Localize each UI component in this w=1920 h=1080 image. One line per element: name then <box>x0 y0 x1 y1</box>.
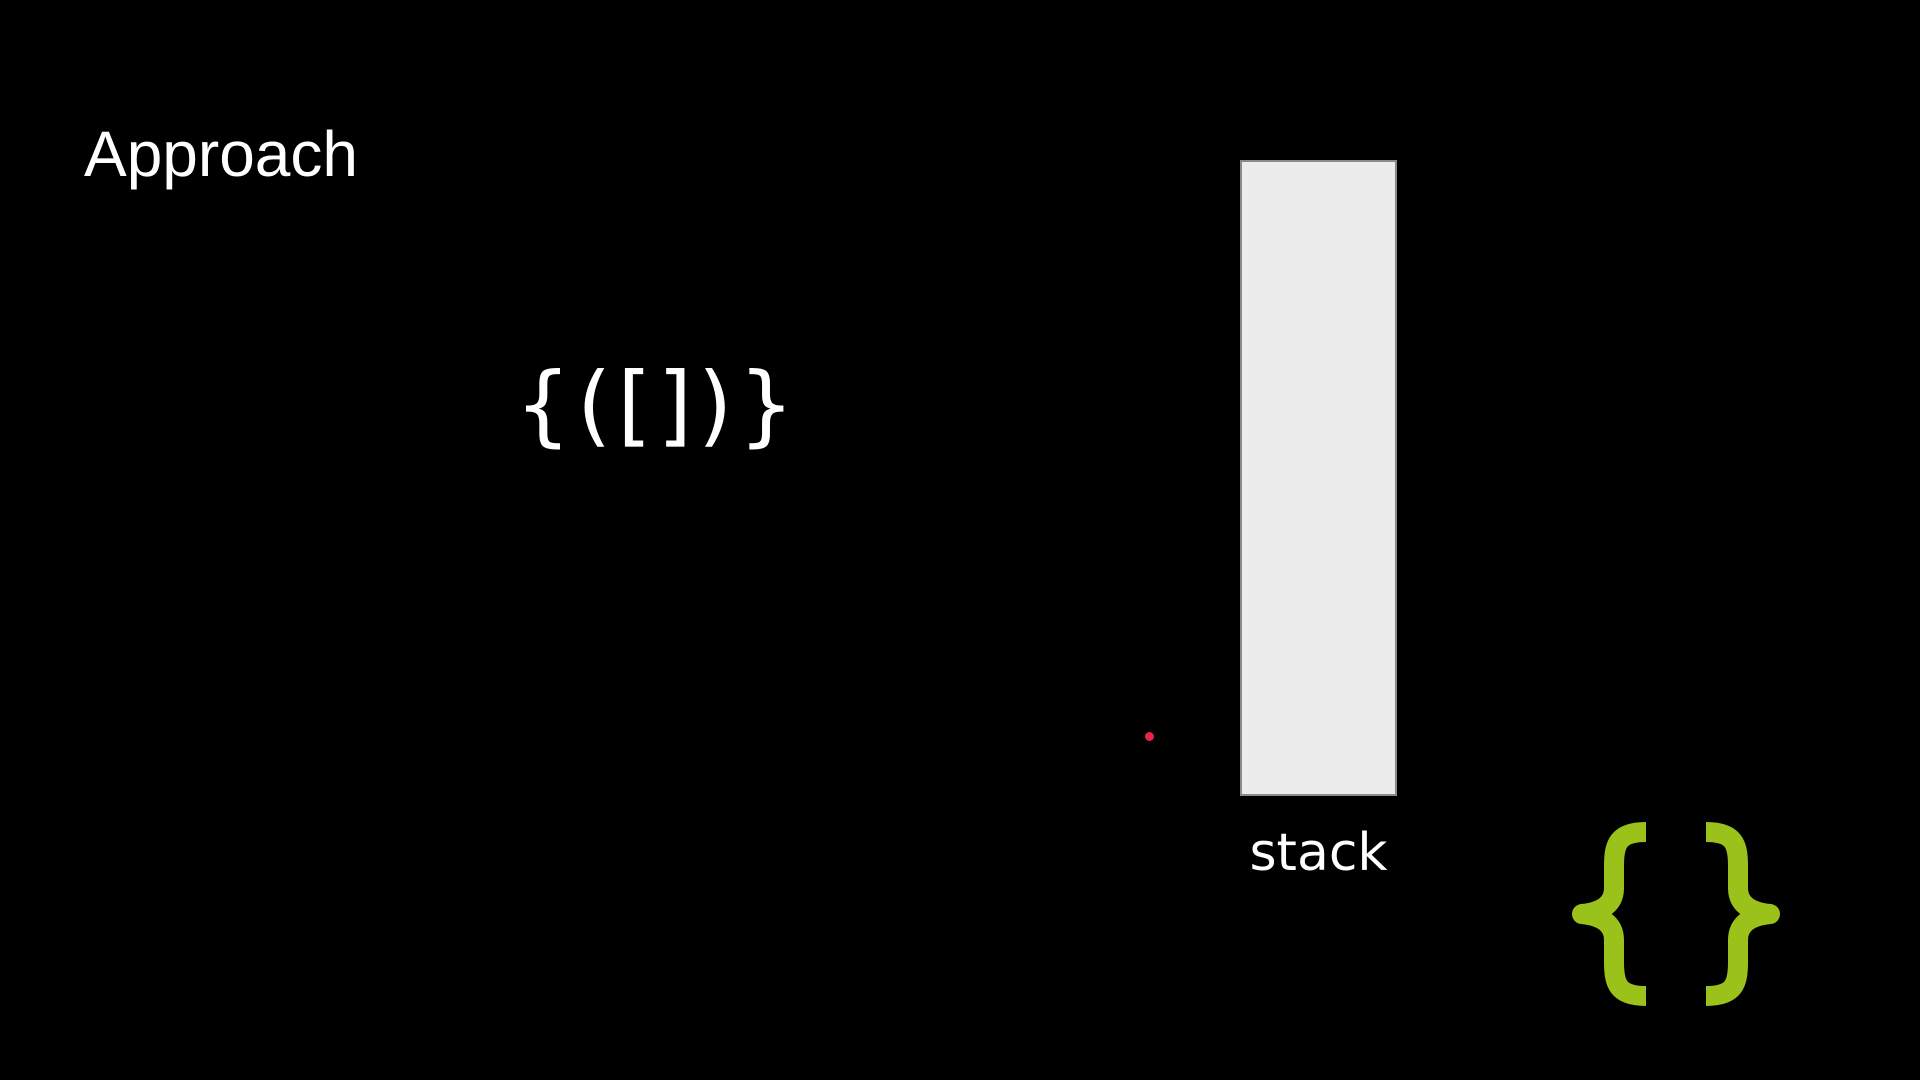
slide-title: Approach <box>84 118 358 190</box>
laser-pointer-dot <box>1145 732 1154 741</box>
bracket-expression: {([])} <box>515 353 801 456</box>
stack-container <box>1240 160 1397 796</box>
curly-braces-icon <box>1572 822 1780 1006</box>
stack-label: stack <box>1249 823 1388 883</box>
